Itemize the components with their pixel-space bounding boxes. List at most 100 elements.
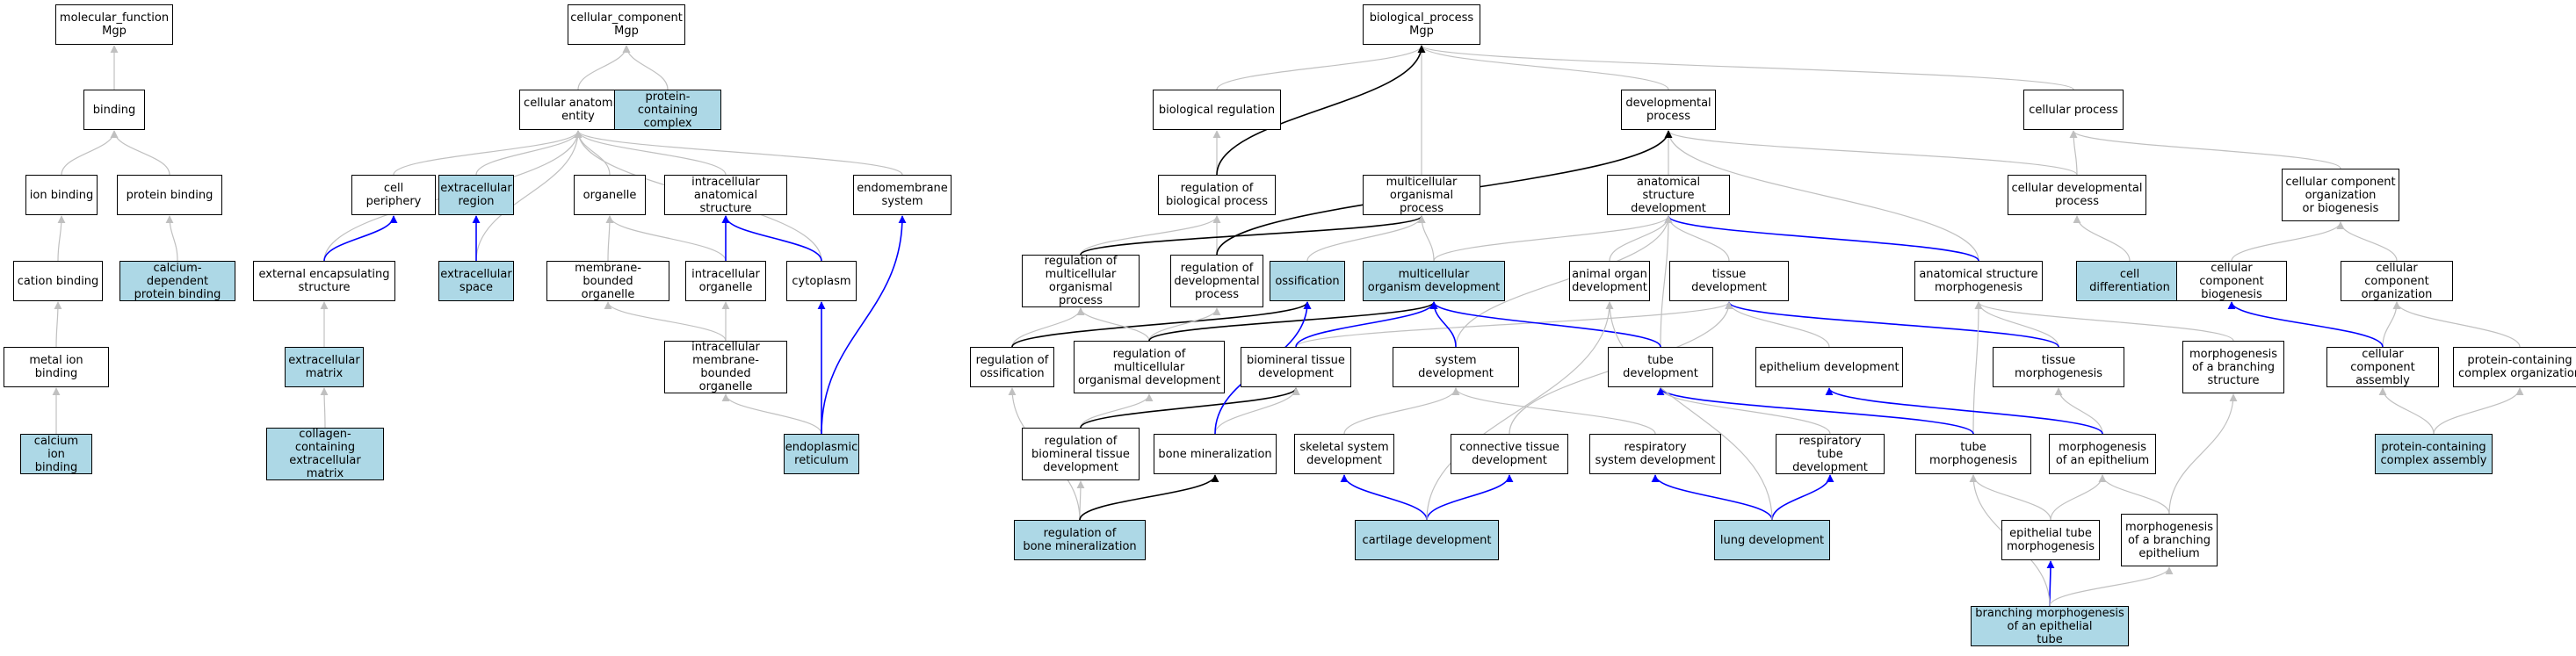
edge-regulates-reg-mod-to-mod — [1148, 301, 1438, 342]
go-term-node-mbe[interactable]: morphogenesis of a branching epithelium — [2121, 514, 2218, 566]
edge-is-a-mbe-to-morph-bs — [2168, 393, 2238, 515]
go-term-node-pcc[interactable]: protein-containing complex — [614, 90, 721, 130]
edge-is-a-pcco-to-cco — [2392, 301, 2521, 348]
edge-is-a-ssd-to-sys-dev — [1343, 387, 1460, 435]
go-term-node-reg-btd[interactable]: regulation of biomineral tissue developm… — [1022, 428, 1140, 480]
go-term-node-reg-mod[interactable]: regulation of multicellular organismal d… — [1074, 341, 1225, 393]
go-term-node-ecm[interactable]: extracellular matrix — [285, 347, 364, 387]
go-term-node-cell-periphery[interactable]: cell periphery — [351, 175, 436, 215]
go-term-node-reg-mop[interactable]: regulation of multicellular organismal p… — [1022, 255, 1140, 307]
go-term-node-ctd[interactable]: connective tissue development — [1451, 434, 1568, 474]
go-term-node-cart-dev[interactable]: cartilage development — [1355, 520, 1499, 560]
go-term-node-cca[interactable]: cellular component assembly — [2326, 347, 2439, 387]
go-term-node-morph-bs[interactable]: morphogenesis of a branching structure — [2182, 341, 2284, 393]
edge-part-of-lung-dev-to-rsd — [1651, 474, 1773, 521]
edge-is-a-reg-btd-to-reg-mod — [1080, 393, 1154, 429]
go-term-node-epi-dev[interactable]: epithelium development — [1755, 347, 1903, 387]
go-term-node-etm[interactable]: epithelial tube morphogenesis — [2001, 520, 2100, 560]
go-term-node-cell-dev[interactable]: cellular developmental process — [2008, 175, 2146, 215]
edge-is-a-cco-to-ccob — [2336, 221, 2398, 262]
go-term-node-tube-morph[interactable]: tube morphogenesis — [1915, 434, 2031, 474]
edge-is-a-protein-binding-to-binding — [110, 130, 170, 176]
go-term-node-bio-reg[interactable]: biological regulation — [1153, 90, 1281, 130]
go-term-node-tissue-morph[interactable]: tissue morphogenesis — [1993, 347, 2124, 387]
go-term-node-cell-diff[interactable]: cell differentiation — [2076, 261, 2183, 301]
go-term-node-er[interactable]: endoplasmic reticulum — [784, 434, 859, 474]
go-term-node-metal-ion[interactable]: metal ion binding — [4, 347, 109, 387]
go-term-node-ias[interactable]: intracellular anatomical structure — [664, 175, 787, 215]
edge-is-a-reg-mop-to-reg-bp — [1080, 215, 1221, 256]
go-term-node-asd[interactable]: anatomical structure development — [1607, 175, 1730, 215]
go-term-node-rtd[interactable]: respiratory tube development — [1776, 434, 1885, 474]
go-term-node-cytoplasm[interactable]: cytoplasm — [786, 261, 857, 301]
go-term-node-dev-proc[interactable]: developmental process — [1621, 90, 1716, 130]
edge-is-a-er-to-imbo — [721, 393, 822, 435]
go-term-node-bmet[interactable]: branching morphogenesis of an epithelial… — [1971, 606, 2129, 646]
go-term-node-cc[interactable]: cellular_component Mgp — [568, 4, 685, 45]
go-term-node-extracell-space[interactable]: extracellular space — [438, 261, 514, 301]
go-term-node-calcium-ion[interactable]: calcium ion binding — [20, 434, 92, 474]
go-term-node-cco[interactable]: cellular component organization — [2341, 261, 2453, 301]
edge-is-a-calcium-dep-to-protein-binding — [165, 215, 178, 262]
go-term-node-mf[interactable]: molecular_function Mgp — [55, 4, 173, 45]
edge-is-a-intra-org-to-organelle — [605, 215, 727, 262]
edge-is-a-etm-to-tube-morph — [1969, 474, 2051, 521]
go-term-node-ccob[interactable]: cellular component organization or bioge… — [2282, 169, 2399, 221]
go-term-node-tube-dev[interactable]: tube development — [1608, 347, 1713, 387]
go-term-node-mbo[interactable]: membrane-bounded organelle — [546, 261, 669, 301]
go-term-node-calcium-dep[interactable]: calcium-dependent protein binding — [119, 261, 235, 301]
edge-regulates-reg-oss-to-ossification — [1011, 301, 1312, 348]
go-term-node-binding[interactable]: binding — [83, 90, 145, 130]
edge-part-of-cart-dev-to-ssd — [1340, 474, 1428, 521]
edge-is-a-bone-min-to-btd — [1214, 387, 1300, 435]
edge-is-a-rtd-to-tube-dev — [1656, 387, 1831, 435]
edge-regulates-reg-bp-to-bp — [1216, 45, 1426, 176]
go-term-node-rsd[interactable]: respiratory system development — [1589, 434, 1721, 474]
edge-part-of-cca-to-ccb — [2227, 301, 2384, 348]
go-term-node-organelle[interactable]: organelle — [574, 175, 646, 215]
edge-is-a-extracell-space-to-cae — [475, 130, 582, 262]
go-term-node-bone-min[interactable]: bone mineralization — [1154, 434, 1277, 474]
edge-is-a-endomembrane-to-cae — [574, 130, 903, 176]
go-term-node-reg-dev[interactable]: regulation of developmental process — [1170, 255, 1263, 307]
go-term-node-bp[interactable]: biological_process Mgp — [1363, 4, 1480, 45]
edge-is-a-reg-mod-to-reg-mop — [1076, 307, 1150, 342]
go-term-node-ion-binding[interactable]: ion binding — [25, 175, 98, 215]
go-term-node-pcca[interactable]: protein-containing complex assembly — [2375, 434, 2493, 474]
go-term-node-asm[interactable]: anatomical structure morphogenesis — [1914, 261, 2043, 301]
edge-is-a-cca-to-cco — [2382, 301, 2401, 348]
go-term-node-coll-ecm[interactable]: collagen-containing extracellular matrix — [266, 428, 384, 480]
go-term-node-cation-binding[interactable]: cation binding — [13, 261, 103, 301]
edge-is-a-cell-diff-to-cell-dev — [2073, 215, 2131, 262]
edge-is-a-cell-periphery-to-cae — [393, 130, 582, 176]
go-term-node-lung-dev[interactable]: lung development — [1714, 520, 1830, 560]
go-term-node-extracell-region[interactable]: extracellular region — [438, 175, 514, 215]
edge-is-a-pcca-to-pcco — [2433, 387, 2524, 435]
go-term-node-sys-dev[interactable]: system development — [1393, 347, 1519, 387]
go-term-node-reg-bm[interactable]: regulation of bone mineralization — [1014, 520, 1146, 560]
go-term-node-ssd[interactable]: skeletal system development — [1294, 434, 1394, 474]
edge-regulates-reg-mop-to-multi-org — [1080, 215, 1426, 256]
go-term-node-pcco[interactable]: protein-containing complex organization — [2453, 347, 2576, 387]
go-term-node-ext-encap[interactable]: external encapsulating structure — [253, 261, 395, 301]
go-term-node-imbo[interactable]: intracellular membrane-bounded organelle — [664, 341, 787, 393]
go-term-node-cell-proc[interactable]: cellular process — [2023, 90, 2124, 130]
go-term-node-intra-org[interactable]: intracellular organelle — [685, 261, 766, 301]
go-term-node-protein-binding[interactable]: protein binding — [117, 175, 222, 215]
go-term-node-tissue-dev[interactable]: tissue development — [1669, 261, 1789, 301]
go-term-node-ossification[interactable]: ossification — [1270, 261, 1345, 301]
edge-is-a-tube-dev-to-asd — [1660, 215, 1673, 348]
go-term-node-reg-oss[interactable]: regulation of ossification — [970, 347, 1054, 387]
go-term-node-endomembrane[interactable]: endomembrane system — [853, 175, 952, 215]
edge-is-a-cell-proc-to-bp — [1417, 45, 2074, 90]
go-term-node-morph-epi[interactable]: morphogenesis of an epithelium — [2049, 434, 2156, 474]
go-term-node-reg-bp[interactable]: regulation of biological process — [1158, 175, 1276, 215]
edge-is-a-pcca-to-cca — [2378, 387, 2435, 435]
edge-is-a-btd-to-tissue-dev — [1295, 301, 1733, 348]
go-term-node-multi-org[interactable]: multicellular organismal process — [1363, 175, 1480, 215]
go-term-node-aod[interactable]: animal organ development — [1569, 261, 1650, 301]
go-term-node-btd[interactable]: biomineral tissue development — [1241, 347, 1351, 387]
go-term-node-ccb[interactable]: cellular component biogenesis — [2176, 261, 2287, 301]
go-term-node-mod[interactable]: multicellular organism development — [1363, 261, 1505, 301]
